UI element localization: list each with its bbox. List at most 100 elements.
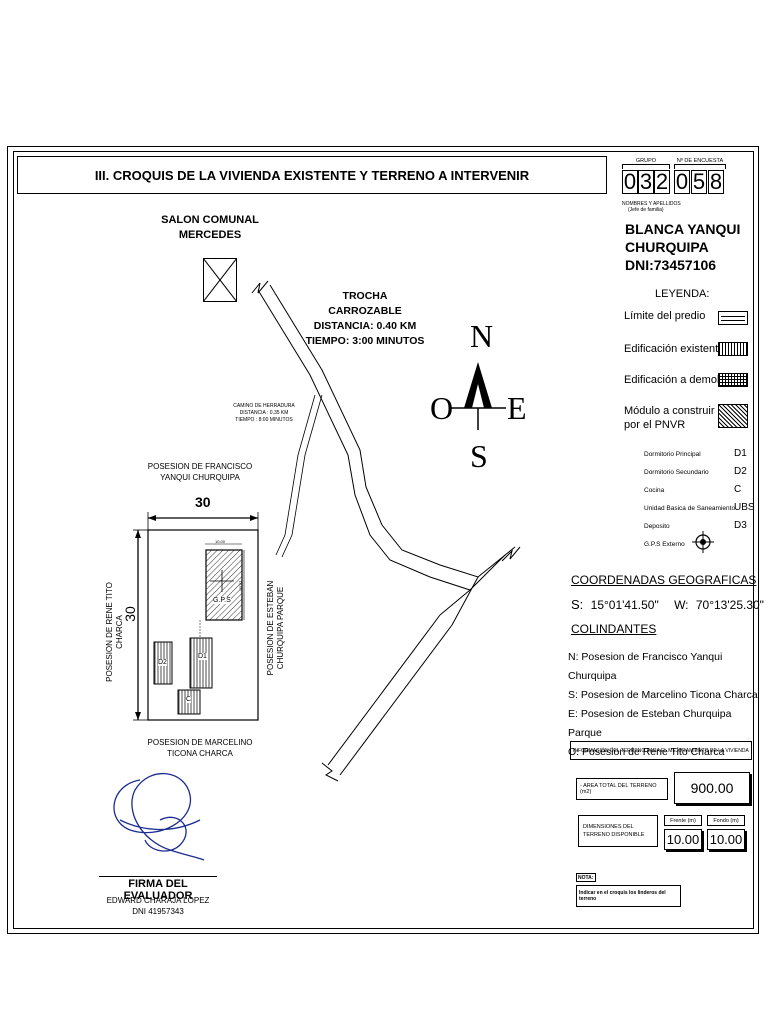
code-value-4: UBS <box>734 502 755 513</box>
code-label-1: Dormitorio Principal <box>644 451 701 458</box>
dims-label-line1: DIMENSIONES DEL <box>583 824 634 830</box>
north-owner-line2: YANQUI CHURQUIPA <box>160 473 240 482</box>
legend-title: LEYENDA: <box>655 288 710 300</box>
code-digit-3: 2 <box>654 169 670 194</box>
legend-module-line2: por el PNVR <box>624 419 686 431</box>
total-area-label: - AREA TOTAL DEL TERRENO (m2) <box>576 778 668 800</box>
neighbor-west: O: Posesion de Rene Tito Charca <box>568 746 725 758</box>
coordinates-title: COORDENADAS GEOGRAFICAS <box>571 573 756 587</box>
inner-frame <box>13 151 754 929</box>
evaluator-signature-icon <box>113 773 205 861</box>
boundary-swatch-icon <box>718 311 748 325</box>
room-d1-label: D1 <box>198 653 207 660</box>
depth-value: 10.00 <box>707 829 745 850</box>
compass-north: N <box>470 318 494 354</box>
outer-frame <box>7 146 759 934</box>
dims-label-line2: TERRENO DISPONIBLE <box>583 832 645 838</box>
north-owner-label: POSESION DE FRANCISCO YANQUI CHURQUIPA <box>140 461 260 483</box>
road-line1: TROCHA CARROZABLE <box>328 290 402 317</box>
survey-number-label: Nº DE ENCUESTA <box>676 158 724 164</box>
lat-label: S: <box>571 597 584 612</box>
code-digit-2: 3 <box>638 169 654 194</box>
group-bracket <box>622 164 670 169</box>
salon-line1: SALON COMUNAL <box>161 214 259 226</box>
compass-east: E <box>507 390 527 426</box>
owner-name-line2: CHURQUIPA <box>625 239 709 255</box>
code-value-2: D2 <box>734 466 747 477</box>
compass-south: S <box>470 438 488 474</box>
owner-label-line1: NOMBRES Y APELLIDOS <box>622 201 681 207</box>
code-digit-6: 8 <box>708 169 724 194</box>
south-owner-line2: TICONA CHARCA <box>167 749 233 758</box>
code-digit-4: 0 <box>674 169 690 194</box>
module-width-dim: 10.00 <box>215 539 226 544</box>
south-owner-label: POSESION DE MARCELINO TICONA CHARCA <box>140 737 260 759</box>
code-label-4: Unidad Basica de Saneamiento <box>644 505 736 512</box>
note-label: NOTA: <box>576 873 596 882</box>
road-line2: DISTANCIA: 0.40 KM <box>313 320 417 332</box>
evaluator-dni: DNI 41957343 <box>132 907 184 916</box>
south-owner-line1: POSESION DE MARCELINO <box>147 738 253 747</box>
front-value: 10.00 <box>664 829 702 850</box>
width-dimension: 30 <box>195 494 211 510</box>
neighbor-south: S: Posesion de Marcelino Ticona Charca <box>568 689 758 701</box>
code-value-3: C <box>734 484 742 495</box>
room-c-label: C <box>186 696 192 703</box>
code-label-6: G.P.S Externo <box>644 541 685 548</box>
code-digit-5: 5 <box>691 169 707 194</box>
legend-item-boundary: Límite del predio <box>624 310 706 322</box>
west-owner-line2: CHARCA <box>115 615 124 649</box>
code-digit-1: 0 <box>622 169 638 194</box>
signature-title: FIRMA DEL EVALUADOR <box>99 876 217 902</box>
demolish-swatch-icon <box>718 373 748 387</box>
path-line2: DISTANCIA : 0.35 KM <box>239 410 289 416</box>
room-d2-label: D2 <box>158 659 167 666</box>
depth-label: Fondo (m) <box>707 815 745 826</box>
lat-value: 15°01'41.50" <box>590 598 659 612</box>
road-label: TROCHA CARROZABLE DISTANCIA: 0.40 KM TIE… <box>305 289 425 349</box>
group-label: GRUPO <box>635 158 657 164</box>
salon-line2: MERCEDES <box>178 229 242 241</box>
gps-label: G.P.S <box>213 597 231 604</box>
owner-name: BLANCA YANQUI CHURQUIPA DNI:73457106 <box>625 220 740 274</box>
code-label-5: Deposito <box>644 523 670 530</box>
survey-number-bracket <box>674 164 726 169</box>
compass-west: O <box>430 390 454 426</box>
legend-code-labels: Dormitorio Principal Dormitorio Secundar… <box>644 446 735 554</box>
owner-name-line1: BLANCA YANQUI <box>625 221 741 237</box>
path-line1: CAMINO DE HERRADURA <box>233 403 295 409</box>
legend-code-values: D1 D2 C UBS D3 <box>734 445 755 535</box>
path-line3: TIEMPO : 8:00 MINUTOS <box>235 417 293 423</box>
salon-building-icon <box>203 258 237 302</box>
road-network <box>251 280 521 782</box>
owner-label: NOMBRES Y APELLIDOS (Jefe de familia) <box>622 201 681 213</box>
neighbor-east: E: Posesion de Esteban Churquipa Parque <box>568 708 732 739</box>
front-label: Frente (m) <box>664 815 702 826</box>
north-owner-line1: POSESION DE FRANCISCO <box>147 462 253 471</box>
west-owner-line1: POSESION DE RENE TITO <box>105 582 114 682</box>
salon-label: SALON COMUNAL MERCEDES <box>160 213 260 243</box>
code-label-2: Dormitorio Secundario <box>644 469 709 476</box>
neighbors-title-text: COLINDANTES <box>571 622 657 636</box>
path-label: CAMINO DE HERRADURA DISTANCIA : 0.35 KM … <box>228 403 300 424</box>
code-value-1: D1 <box>734 448 747 459</box>
total-area-label-text: AREA TOTAL DEL TERRENO (m2) <box>580 783 657 795</box>
gps-target-icon <box>692 531 714 553</box>
note-text: Indicar en el croquis los linderos del t… <box>576 885 681 907</box>
owner-label-line2: (Jefe de familia) <box>628 207 664 213</box>
neighbors-list: N: Posesion de Francisco Yanqui Churquip… <box>568 648 768 762</box>
legend-item-module: Módulo a construir por el PNVR <box>624 404 715 432</box>
height-dimension: 30 <box>121 606 138 622</box>
coordinates-values: S: 15°01'41.50" W: 70°13'25.30" <box>571 597 764 612</box>
dims-label: DIMENSIONES DEL TERRENO DISPONIBLE <box>578 815 658 847</box>
neighbor-north: N: Posesion de Francisco Yanqui Churquip… <box>568 651 723 682</box>
legend-item-existing: Edificación existente <box>624 343 725 355</box>
owner-dni: DNI:73457106 <box>625 257 717 273</box>
code-label-3: Cocina <box>644 487 665 494</box>
page-title-text: III. CROQUIS DE LA VIVIENDA EXISTENTE Y … <box>94 167 530 183</box>
page-title: III. CROQUIS DE LA VIVIENDA EXISTENTE Y … <box>17 156 607 194</box>
compass-rose-icon <box>450 362 506 430</box>
module-swatch-icon <box>718 404 748 428</box>
lon-label: W: <box>674 598 689 612</box>
land-info-header: INFORMACIÓN DEL TERRENO PARA EL MEJORAMI… <box>570 741 752 760</box>
